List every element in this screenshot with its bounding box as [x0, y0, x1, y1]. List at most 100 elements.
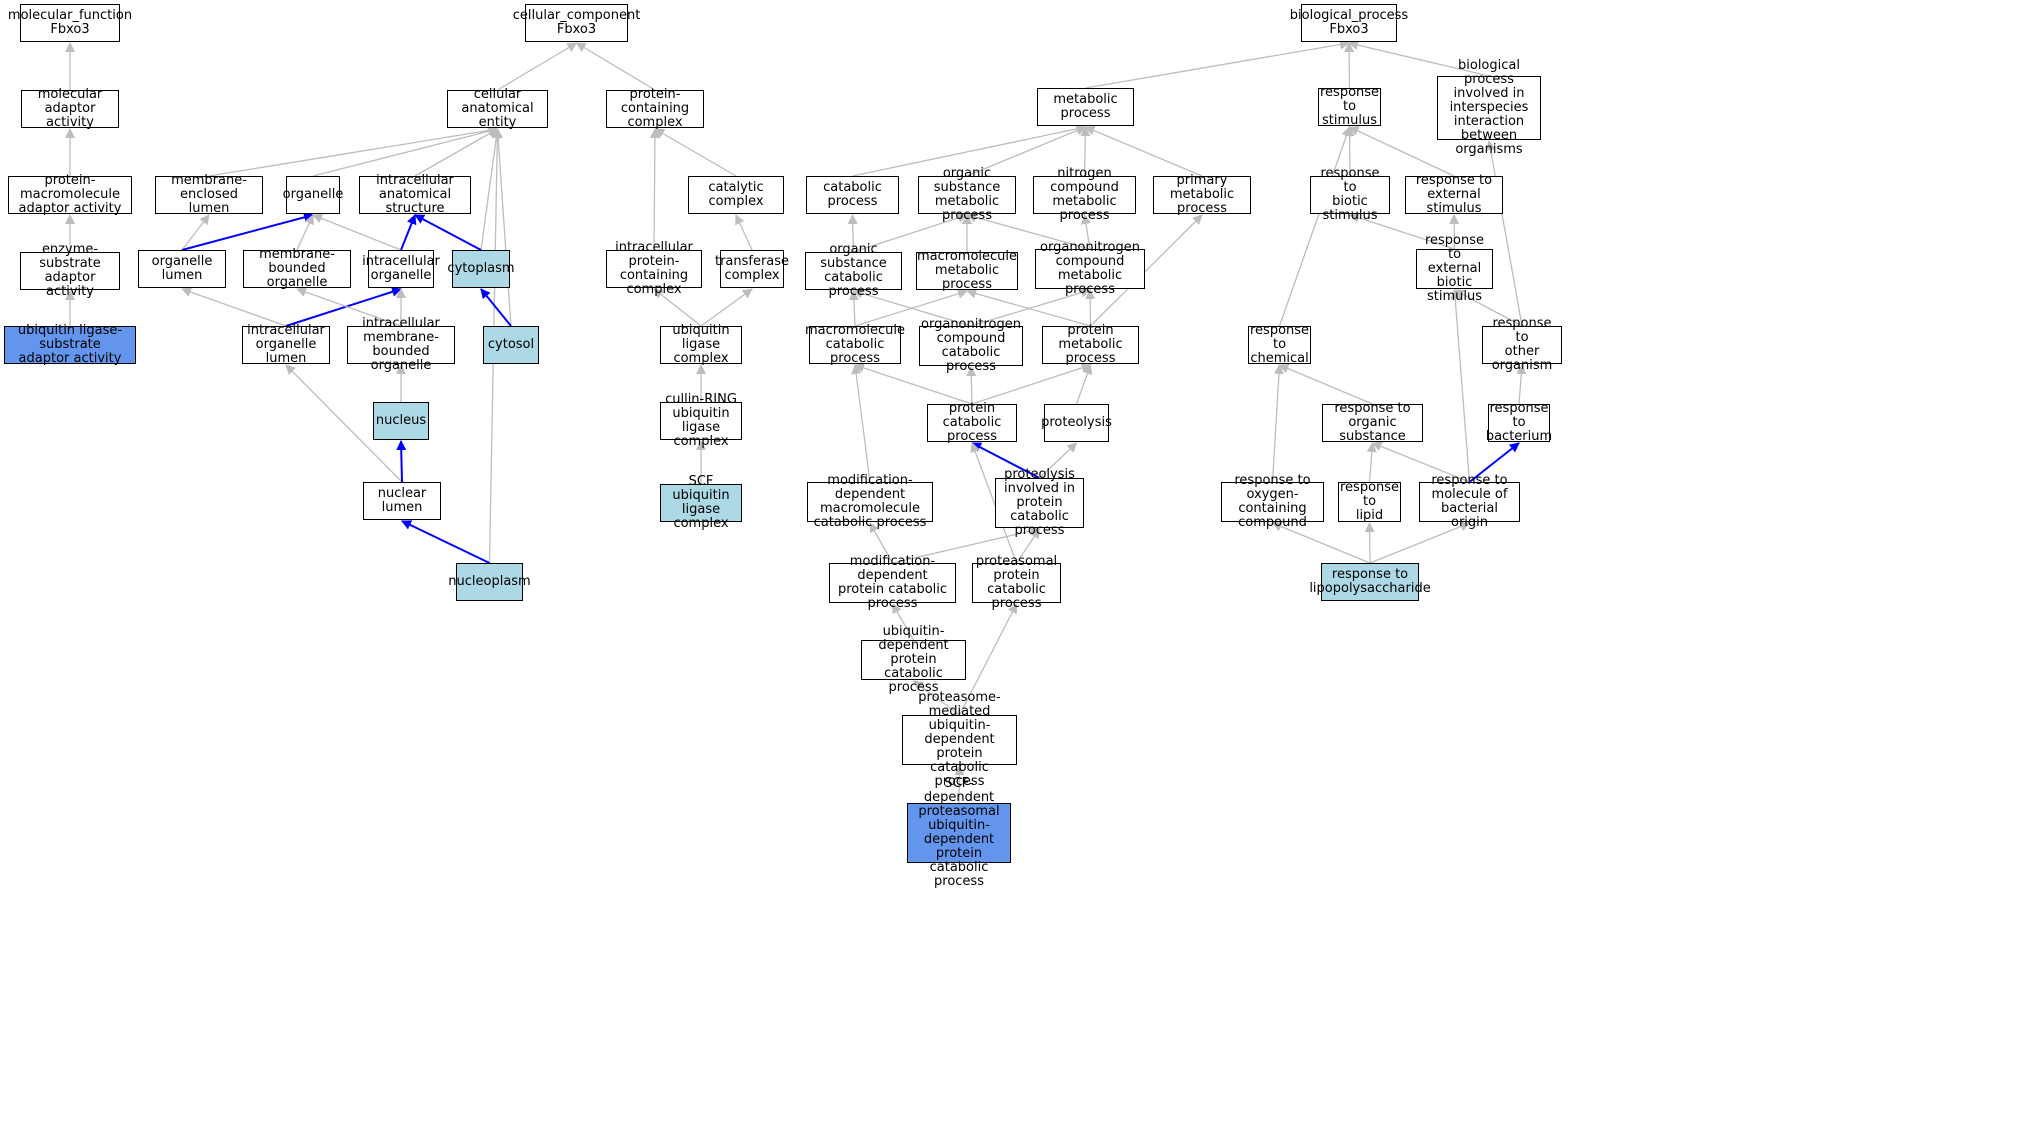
- edge-metabolic-to-bp-root: [1085, 39, 1350, 89]
- node-metabolic[interactable]: metabolic process: [1037, 88, 1134, 126]
- edge-org-sub-catab-to-catabolic: [847, 214, 858, 253]
- node-macro-metab[interactable]: macromolecule metabolic process: [916, 249, 1018, 292]
- edge-resp-chemical-to-resp-stimulus: [1278, 126, 1352, 327]
- node-bp-interspecies[interactable]: biological process involved in interspec…: [1437, 59, 1541, 157]
- node-macro-catab[interactable]: macromolecule catabolic process: [805, 323, 906, 366]
- node-organonitro-metab[interactable]: organonitrogen compound metabolic proces…: [1035, 241, 1145, 297]
- edge-mem-bound-org-to-organelle: [296, 214, 314, 251]
- node-enzyme-substrate[interactable]: enzyme-substrate adaptor activity: [20, 243, 120, 299]
- node-resp-lps[interactable]: response to lipopolysaccharide: [1309, 563, 1431, 601]
- node-cell-anat[interactable]: cellular anatomical entity: [447, 88, 548, 130]
- edge-protein-metab-to-primary-metab: [1090, 214, 1203, 327]
- node-scf-dependent[interactable]: SCF-dependent proteasomal ubiquitin-depe…: [907, 777, 1011, 889]
- edge-intra-org-to-organelle: [312, 213, 402, 251]
- edge-resp-mol-bact-to-resp-ext-biotic: [1450, 289, 1471, 483]
- node-resp-org-sub[interactable]: response to organic substance: [1322, 402, 1423, 444]
- node-resp-lipid[interactable]: response to lipid: [1338, 480, 1401, 523]
- node-resp-stimulus[interactable]: response to stimulus: [1318, 85, 1381, 128]
- node-cc-root[interactable]: cellular_component Fbxo3: [513, 4, 640, 42]
- node-nuclear-lumen[interactable]: nuclear lumen: [363, 482, 441, 520]
- node-bp-root[interactable]: biological_process Fbxo3: [1290, 4, 1408, 42]
- edge-scf-dependent-to-proteasome-mediated: [954, 765, 965, 804]
- node-cytoplasm[interactable]: cytoplasm: [447, 250, 515, 288]
- node-ub-ligase-substrate[interactable]: ubiquitin ligase-substrate adaptor activ…: [4, 324, 136, 366]
- edge-resp-external-to-resp-stimulus: [1348, 126, 1455, 177]
- edge-resp-other-org-to-resp-ext-biotic: [1453, 289, 1523, 327]
- edge-nucleoplasm-to-nuclear-lumen: [401, 520, 490, 564]
- edge-catabolic-to-metabolic: [852, 123, 1087, 177]
- node-resp-other-org[interactable]: response to other organism: [1482, 317, 1562, 373]
- node-prot-macro-adaptor[interactable]: protein-macromolecule adaptor activity: [8, 174, 132, 216]
- node-mem-bound-org[interactable]: membrane-bounded organelle: [243, 248, 351, 290]
- edge-resp-oxygen-to-resp-chemical: [1271, 364, 1284, 483]
- edge-transferase-complex-to-catalytic-complex: [735, 214, 753, 251]
- node-resp-ext-biotic[interactable]: response to external biotic stimulus: [1416, 234, 1493, 304]
- edge-mod-dep-prot-catab-to-proteolysis-catab: [892, 526, 1041, 564]
- node-catabolic[interactable]: catabolic process: [806, 176, 899, 214]
- node-prot-complex[interactable]: protein-containing complex: [606, 88, 704, 130]
- node-resp-chemical[interactable]: response to chemical: [1248, 323, 1311, 366]
- edge-proteolysis-catab-to-protein-catab: [971, 442, 1040, 479]
- node-nitrogen-metab[interactable]: nitrogen compound metabolic process: [1033, 167, 1136, 223]
- edge-intra-org-to-intra-anat: [400, 214, 417, 251]
- node-resp-oxygen[interactable]: response to oxygen-containing compound: [1221, 474, 1324, 530]
- node-organelle[interactable]: organelle: [283, 176, 343, 214]
- edge-catalytic-complex-to-prot-complex: [654, 128, 737, 177]
- node-mf-root[interactable]: molecular_function Fbxo3: [8, 4, 132, 42]
- edge-resp-lps-to-resp-oxygen: [1271, 521, 1371, 564]
- edge-nuclear-lumen-to-nucleus: [396, 440, 407, 483]
- edge-protein-catab-to-organonitro-catab: [966, 366, 977, 405]
- node-nucleoplasm[interactable]: nucleoplasm: [448, 563, 531, 601]
- edge-organonitro-catab-to-org-sub-catab: [852, 288, 972, 327]
- edge-nuclear-lumen-to-intra-org-lumen: [285, 364, 403, 483]
- edge-nitrogen-metab-to-metabolic: [1080, 126, 1091, 177]
- edge-ub-ligase-complex-to-intra-prot-complex: [653, 288, 702, 327]
- node-mol-adaptor[interactable]: molecular adaptor activity: [21, 88, 119, 130]
- node-intra-mem-org[interactable]: intracellular membrane-bounded organelle: [347, 317, 455, 373]
- node-intra-prot-complex[interactable]: intracellular protein-containing complex: [606, 241, 702, 297]
- edge-resp-bacterium-to-resp-other-org: [1516, 364, 1527, 405]
- edge-organonitro-metab-to-nitrogen-metab: [1081, 214, 1091, 250]
- edge-ub-dep-catab-to-mod-dep-prot-catab: [891, 603, 915, 641]
- node-ub-dep-catab[interactable]: ubiquitin-dependent protein catabolic pr…: [861, 625, 966, 695]
- node-nucleus[interactable]: nucleus: [373, 402, 429, 440]
- node-proteasomal-catab[interactable]: proteasomal protein catabolic process: [972, 555, 1061, 611]
- node-ub-ligase-complex[interactable]: ubiquitin ligase complex: [660, 324, 742, 366]
- node-mod-dep-macro-catab[interactable]: modification-dependent macromolecule cat…: [807, 474, 933, 530]
- edge-organelle-lumen-to-organelle: [181, 212, 314, 251]
- node-proteolysis[interactable]: proteolysis: [1041, 404, 1112, 442]
- node-protein-metab[interactable]: protein metabolic process: [1042, 324, 1139, 366]
- edge-bp-interspecies-to-bp-root: [1348, 40, 1490, 77]
- node-catalytic-complex[interactable]: catalytic complex: [688, 176, 784, 214]
- edge-proteasome-mediated-to-proteasomal-catab: [958, 603, 1018, 716]
- edge-protein-metab-to-organonitro-metab: [1085, 289, 1096, 327]
- edge-org-sub-metab-to-metabolic: [966, 125, 1087, 177]
- node-proteolysis-catab[interactable]: proteolysis involved in protein cataboli…: [995, 468, 1084, 538]
- node-protein-catab[interactable]: protein catabolic process: [927, 402, 1017, 444]
- node-organelle-lumen[interactable]: organelle lumen: [138, 250, 226, 288]
- edge-protein-catab-to-macro-catab: [854, 363, 973, 405]
- edge-intra-prot-complex-to-prot-complex: [649, 128, 660, 251]
- node-org-sub-catab[interactable]: organic substance catabolic process: [805, 243, 902, 299]
- node-resp-bacterium[interactable]: response to bacterium: [1485, 401, 1553, 444]
- node-resp-external[interactable]: response to external stimulus: [1405, 174, 1503, 216]
- node-resp-mol-bact[interactable]: response to molecule of bacterial origin: [1419, 474, 1520, 530]
- node-cytosol[interactable]: cytosol: [483, 326, 539, 364]
- node-intra-org-lumen[interactable]: intracellular organelle lumen: [242, 324, 330, 366]
- node-organonitro-catab[interactable]: organonitrogen compound catabolic proces…: [919, 318, 1023, 374]
- node-cullin-ring[interactable]: cullin-RING ubiquitin ligase complex: [660, 393, 742, 449]
- node-org-sub-metab[interactable]: organic substance metabolic process: [918, 167, 1016, 223]
- edge-cell-anat-to-cc-root: [497, 42, 578, 91]
- node-proteasome-mediated[interactable]: proteasome-mediated ubiquitin-dependent …: [902, 691, 1017, 789]
- node-primary-metab[interactable]: primary metabolic process: [1153, 174, 1251, 216]
- node-scf-complex[interactable]: SCF ubiquitin ligase complex: [660, 475, 742, 531]
- node-transferase-complex[interactable]: transferase complex: [715, 250, 789, 288]
- node-intra-anat[interactable]: intracellular anatomical structure: [359, 174, 471, 216]
- edge-cytoplasm-to-intra-anat: [414, 214, 482, 251]
- node-intra-org[interactable]: intracellular organelle: [362, 250, 440, 288]
- node-resp-biotic[interactable]: response to biotic stimulus: [1310, 167, 1390, 223]
- node-membrane-lumen[interactable]: membrane-enclosed lumen: [155, 174, 263, 216]
- edge-intra-org-lumen-to-intra-org: [285, 286, 402, 327]
- edge-protein-catab-to-protein-metab: [971, 363, 1092, 405]
- node-mod-dep-prot-catab[interactable]: modification-dependent protein catabolic…: [829, 555, 956, 611]
